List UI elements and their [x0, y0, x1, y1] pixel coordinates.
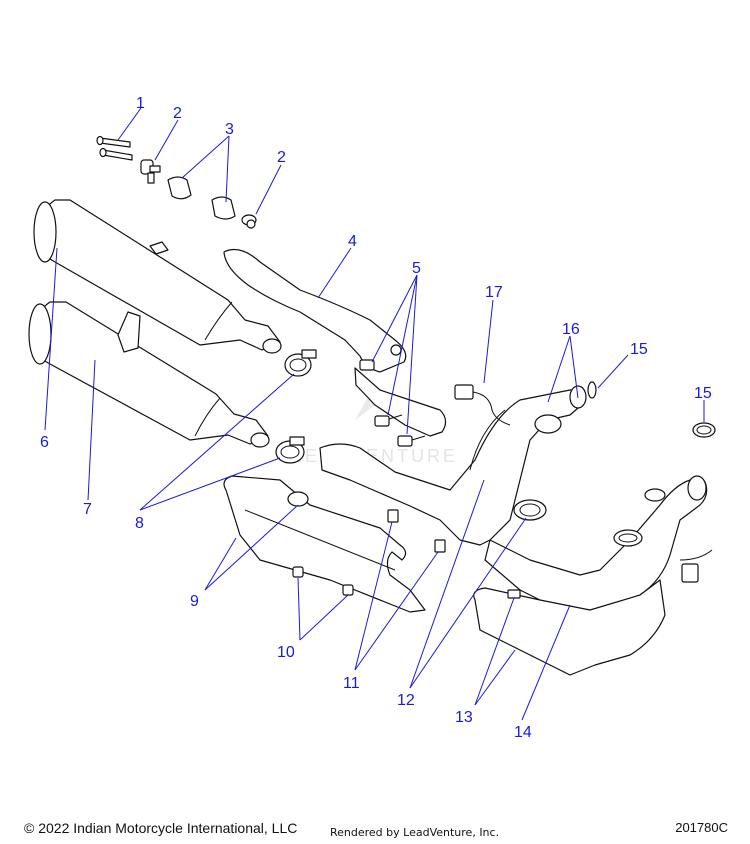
- callout-4: 4: [348, 233, 357, 250]
- exhaust-parts-diagram: LEADVENTURE: [28, 95, 716, 741]
- part-9-heat-shield: [223, 475, 426, 613]
- callout-16: 16: [562, 321, 580, 338]
- part-15-gaskets: [587, 381, 716, 438]
- callout-2a: 2: [173, 105, 182, 122]
- callout-10: 10: [277, 644, 295, 661]
- part-6-muffler-upper: [33, 199, 282, 354]
- footer: © 2022 Indian Motorcycle International, …: [0, 812, 750, 842]
- part-3-grommets: [167, 176, 236, 220]
- part-10-nuts: [292, 566, 354, 596]
- callout-17: 17: [485, 284, 503, 301]
- callout-14: 14: [514, 724, 532, 741]
- callout-15b: 15: [694, 385, 712, 402]
- callout-15a: 15: [630, 341, 648, 358]
- callout-6: 6: [40, 434, 49, 451]
- callout-12: 12: [397, 692, 415, 709]
- part-8-clamp-upper: [284, 349, 317, 377]
- part-16-clamps: [613, 488, 666, 547]
- figure-id: 201780C: [675, 820, 728, 835]
- part-11-clips: [387, 509, 446, 553]
- callout-9: 9: [190, 593, 199, 610]
- callout-5: 5: [412, 260, 421, 277]
- copyright-text: © 2022 Indian Motorcycle International, …: [24, 820, 298, 836]
- part-12-head-pipe: [319, 385, 587, 546]
- callout-7: 7: [83, 501, 92, 518]
- callout-2b: 2: [277, 149, 286, 166]
- leader-lines: [44, 107, 705, 721]
- part-8-clamp-lower: [275, 436, 305, 464]
- callouts: 1 2 3 2 4 5 17 16 15 15 6 7 8 9 10 11 12…: [40, 95, 712, 741]
- callout-11: 11: [343, 675, 360, 692]
- rendered-by-text: Rendered by LeadVenture, Inc.: [330, 826, 500, 839]
- part-4-bracket: [223, 249, 447, 437]
- part-1-bolts: [96, 135, 133, 161]
- part-2-fastener-upper: [140, 159, 161, 184]
- part-5-bolts: [359, 359, 426, 447]
- callout-3: 3: [225, 121, 234, 138]
- callout-8: 8: [135, 515, 144, 532]
- part-2-fastener-right: [241, 214, 257, 229]
- callout-1: 1: [136, 95, 145, 112]
- callout-13: 13: [455, 709, 473, 726]
- part-17-sensor: [454, 384, 511, 426]
- connector-right: [679, 549, 713, 583]
